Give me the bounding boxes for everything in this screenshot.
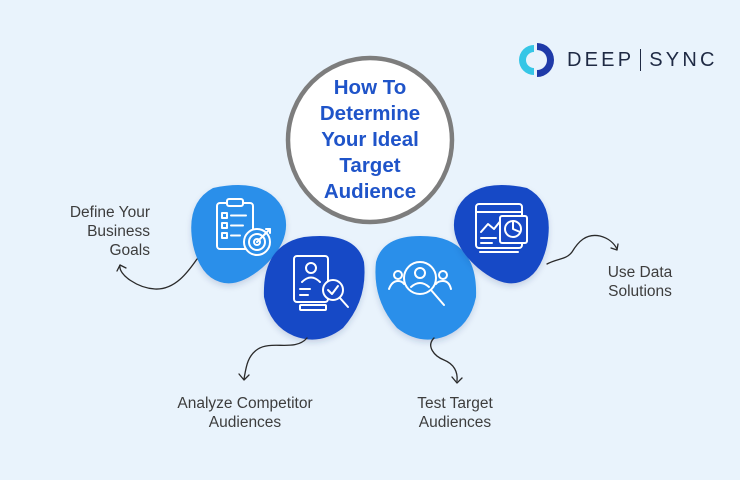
checklist-target-icon — [216, 198, 271, 256]
title-line: Determine — [319, 102, 421, 125]
arrow-analyze-competitor-audiences — [238, 337, 308, 381]
brand-separator — [640, 49, 642, 71]
title-circle — [285, 55, 455, 225]
label-line: Define Your — [69, 204, 150, 221]
label-line: Goals — [109, 242, 151, 259]
brand: DEEP SYNC — [517, 40, 718, 80]
label-line: Use Data — [607, 264, 673, 281]
title-line: Your Ideal — [321, 128, 419, 151]
label-use-data-solutions: Use Data Solutions — [585, 263, 695, 301]
tile-test-target-audiences — [375, 236, 477, 340]
title-line: Target — [339, 154, 401, 177]
brand-word-deep: DEEP — [567, 48, 635, 71]
page-title: How To Determine Your Ideal Target Audie… — [287, 62, 453, 218]
label-line: Audiences — [418, 414, 492, 431]
brand-wordmark: DEEP SYNC — [567, 49, 718, 72]
label-line: Analyze Competitor — [177, 395, 313, 412]
label-test-target-audiences: Test Target Audiences — [395, 394, 515, 432]
label-line: Solutions — [608, 283, 672, 300]
document-magnifier-check-icon — [293, 255, 349, 311]
brand-word-sync: SYNC — [649, 48, 718, 71]
dashboard-chart-icon — [475, 203, 528, 253]
label-line: Test Target — [417, 395, 493, 412]
label-analyze-competitor-audiences: Analyze Competitor Audiences — [150, 394, 340, 432]
label-line: Audiences — [208, 414, 282, 431]
tile-define-business-goals — [191, 185, 287, 284]
tile-analyze-competitor-audiences — [263, 236, 365, 340]
arrow-use-data-solutions — [546, 234, 619, 265]
arrow-define-business-goals — [116, 258, 198, 290]
deep-sync-logo-icon — [519, 43, 554, 77]
people-search-icon — [388, 261, 452, 306]
title-line: Audience — [323, 180, 417, 203]
arrow-test-target-audiences — [430, 337, 463, 384]
label-line: Business — [87, 223, 150, 240]
label-define-business-goals: Define Your Business Goals — [20, 203, 150, 260]
title-line: How To — [333, 76, 407, 99]
